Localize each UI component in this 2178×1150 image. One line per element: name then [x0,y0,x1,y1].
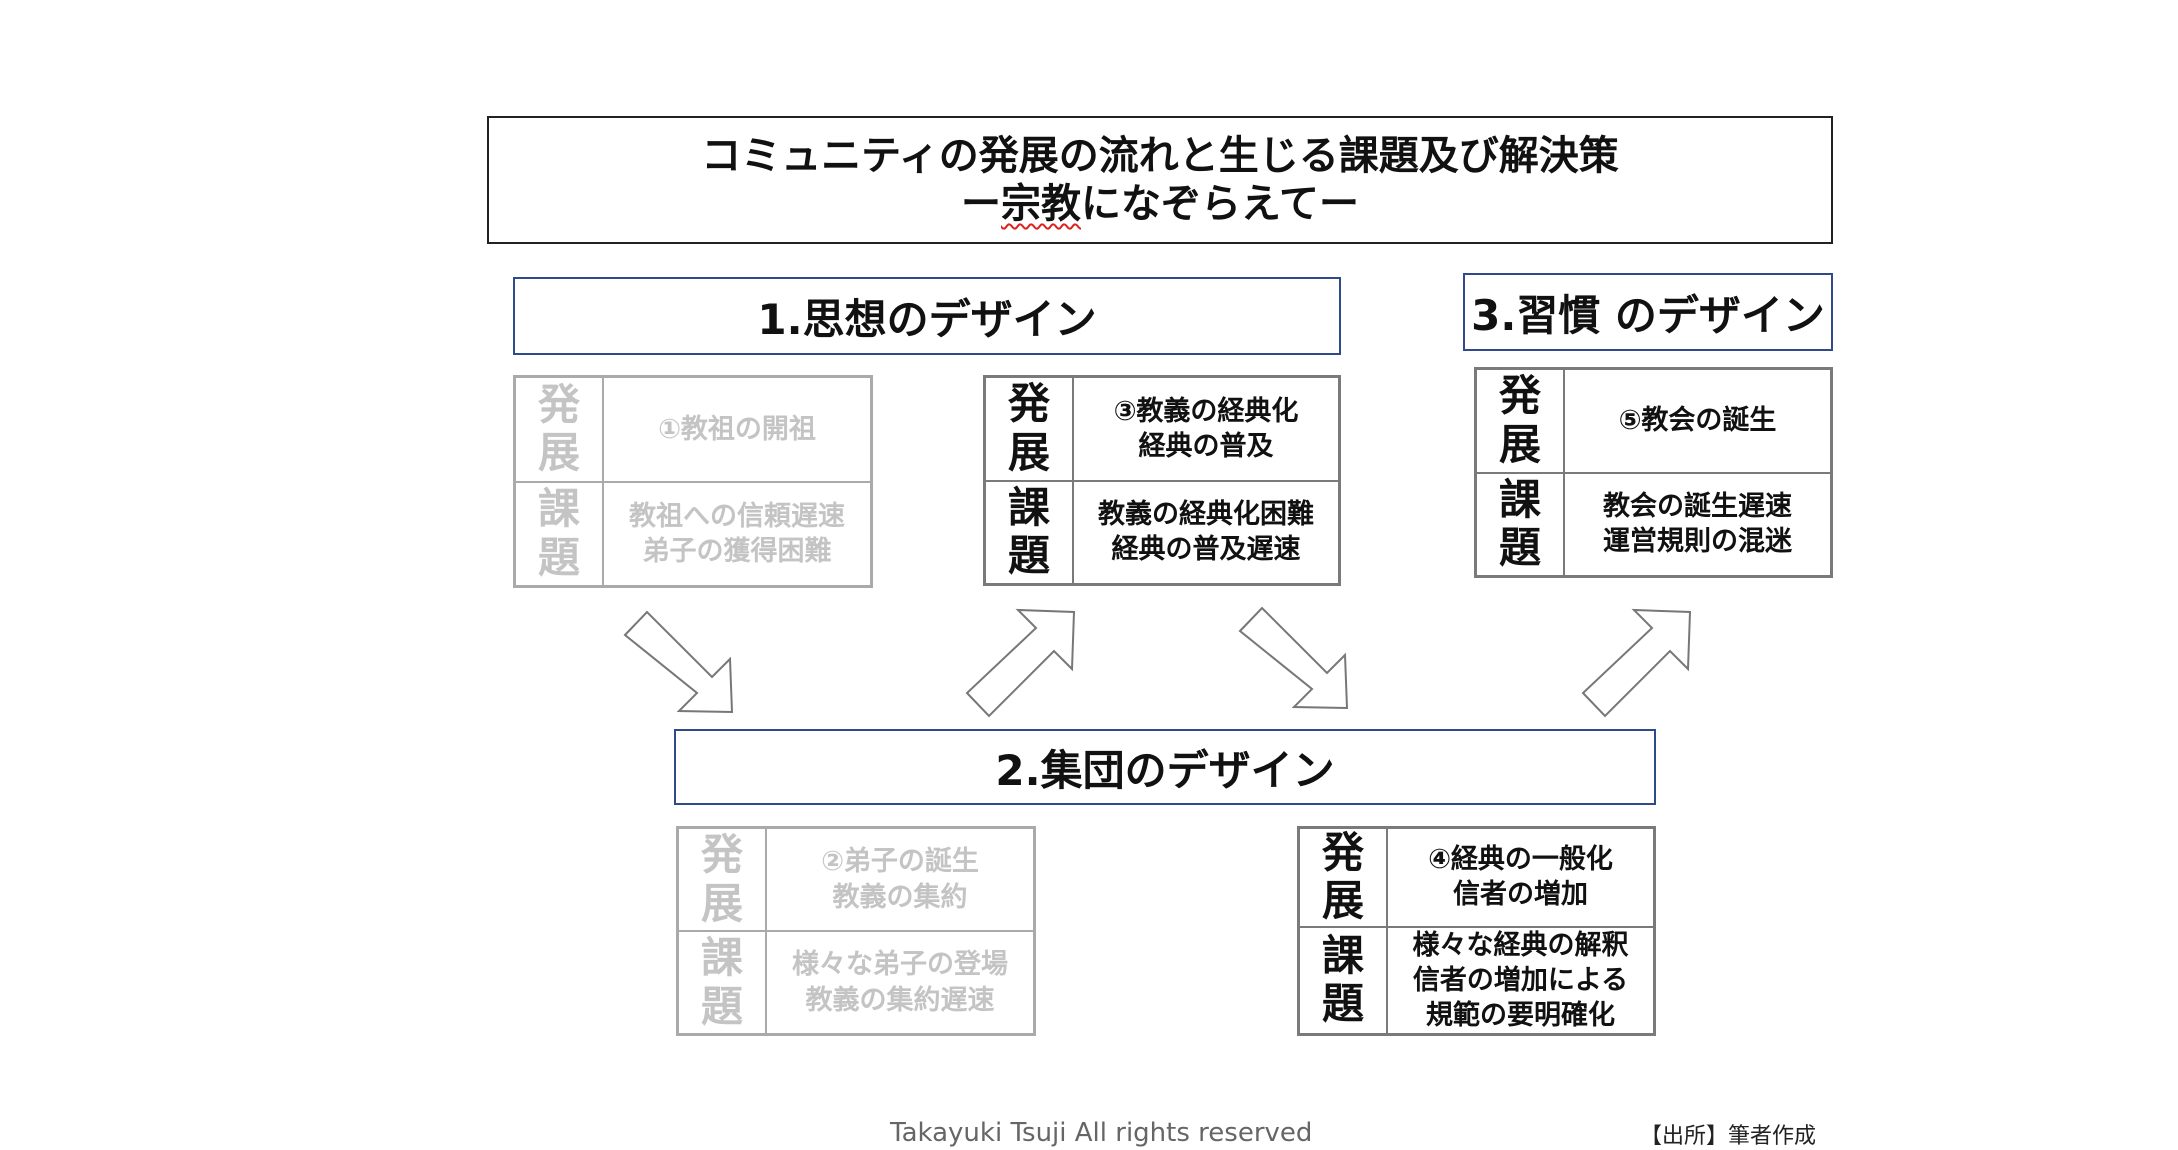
issue-label: 課題 [1476,472,1564,576]
card-3: 発展 ③教義の経典化 経典の普及 課題 教義の経典化困難 経典の普及遅速 [983,375,1341,586]
issue-text: 様々な弟子の登場 教義の集約遅速 [766,931,1034,1034]
issue-text: 様々な経典の解釈 信者の増加による 規範の要明確化 [1387,926,1654,1034]
development-text: ④経典の一般化 信者の増加 [1387,828,1654,927]
issue-text: 教義の経典化困難 経典の普及遅速 [1073,480,1339,584]
issue-label: 課題 [515,481,603,586]
development-text: ③教義の経典化 経典の普及 [1073,377,1339,481]
source-note: 【出所】筆者作成 [1640,1124,1817,1149]
issue-label: 課題 [985,480,1073,584]
phase-header-1: 1.思想のデザイン [513,277,1341,355]
phase-header-3: 3.習慣 のデザイン [1463,273,1833,351]
development-text: ②弟子の誕生 教義の集約 [766,828,1034,931]
arrow-up-right-icon [965,608,1076,718]
development-label: 発展 [515,377,603,482]
issue-label: 課題 [1299,926,1387,1034]
arrow-down-right-icon [623,610,734,714]
development-label: 発展 [1476,369,1564,473]
issue-text: 教会の誕生遅速 運営規則の混迷 [1564,472,1831,576]
card-1: 発展 ①教祖の開祖 課題 教祖への信頼遅速 弟子の獲得困難 [513,375,873,588]
issue-text: 教祖への信頼遅速 弟子の獲得困難 [603,481,871,586]
diagram-title: コミュニティの発展の流れと生じる課題及び解決策 ー宗教になぞらえてー [487,116,1833,244]
card-2: 発展 ②弟子の誕生 教義の集約 課題 様々な弟子の登場 教義の集約遅速 [676,826,1036,1036]
development-label: 発展 [678,828,766,931]
issue-label: 課題 [678,931,766,1034]
phase-header-2: 2.集団のデザイン [674,729,1656,805]
title-line-2: ー宗教になぞらえてー [961,181,1359,227]
development-label: 発展 [1299,828,1387,927]
arrow-up-right-icon [1581,608,1692,718]
spellcheck-underline: 宗教 [1001,181,1081,227]
copyright-footer: Takayuki Tsuji All rights reserved [890,1118,1313,1148]
card-4: 発展 ④経典の一般化 信者の増加 課題 様々な経典の解釈 信者の増加による 規範… [1297,826,1656,1036]
card-5: 発展 ⑤教会の誕生 課題 教会の誕生遅速 運営規則の混迷 [1474,367,1833,578]
title-line-1: コミュニティの発展の流れと生じる課題及び解決策 [701,133,1619,179]
arrow-down-right-icon [1238,606,1349,710]
development-text: ⑤教会の誕生 [1564,369,1831,473]
development-text: ①教祖の開祖 [603,377,871,482]
development-label: 発展 [985,377,1073,481]
